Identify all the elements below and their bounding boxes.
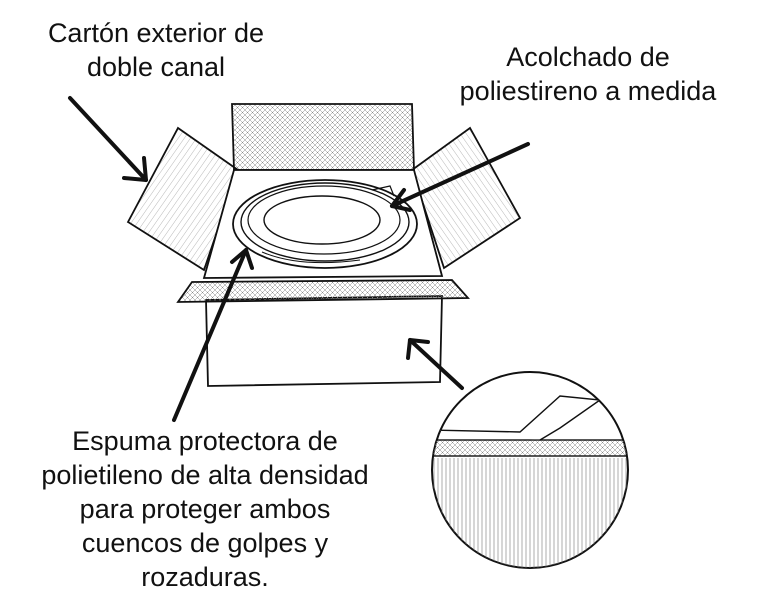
right-flap	[410, 126, 522, 270]
arrow-outer-carton	[68, 96, 148, 182]
label-line: Espuma protectora de	[72, 426, 338, 456]
label-line: doble canal	[86, 52, 226, 82]
label-line: Cartón exterior de	[47, 18, 265, 48]
label-polyethylene-foam: Espuma protectora de polietileno de alta…	[10, 424, 400, 594]
arrow-detail	[408, 338, 464, 390]
label-line: poliestireno a medida	[459, 76, 717, 106]
label-line: para proteger ambos	[79, 494, 331, 524]
detail-circle	[431, 371, 629, 569]
arrow-foam	[172, 248, 248, 422]
label-line: polietileno de alta densidad	[41, 460, 369, 490]
arrows	[68, 96, 530, 422]
box-body	[205, 295, 443, 387]
front-flap	[176, 279, 470, 303]
label-line: rozaduras.	[141, 562, 269, 592]
arrow-polystyrene	[390, 142, 530, 208]
bowls-with-foam	[232, 179, 418, 269]
label-line: Acolchado de	[506, 42, 670, 72]
label-line: cuencos de golpes y	[81, 528, 329, 558]
back-flap	[231, 103, 415, 171]
label-polystyrene-padding: Acolchado de poliestireno a medida	[428, 40, 748, 108]
label-outer-carton: Cartón exterior de doble canal	[18, 16, 294, 84]
left-flap	[126, 126, 240, 272]
